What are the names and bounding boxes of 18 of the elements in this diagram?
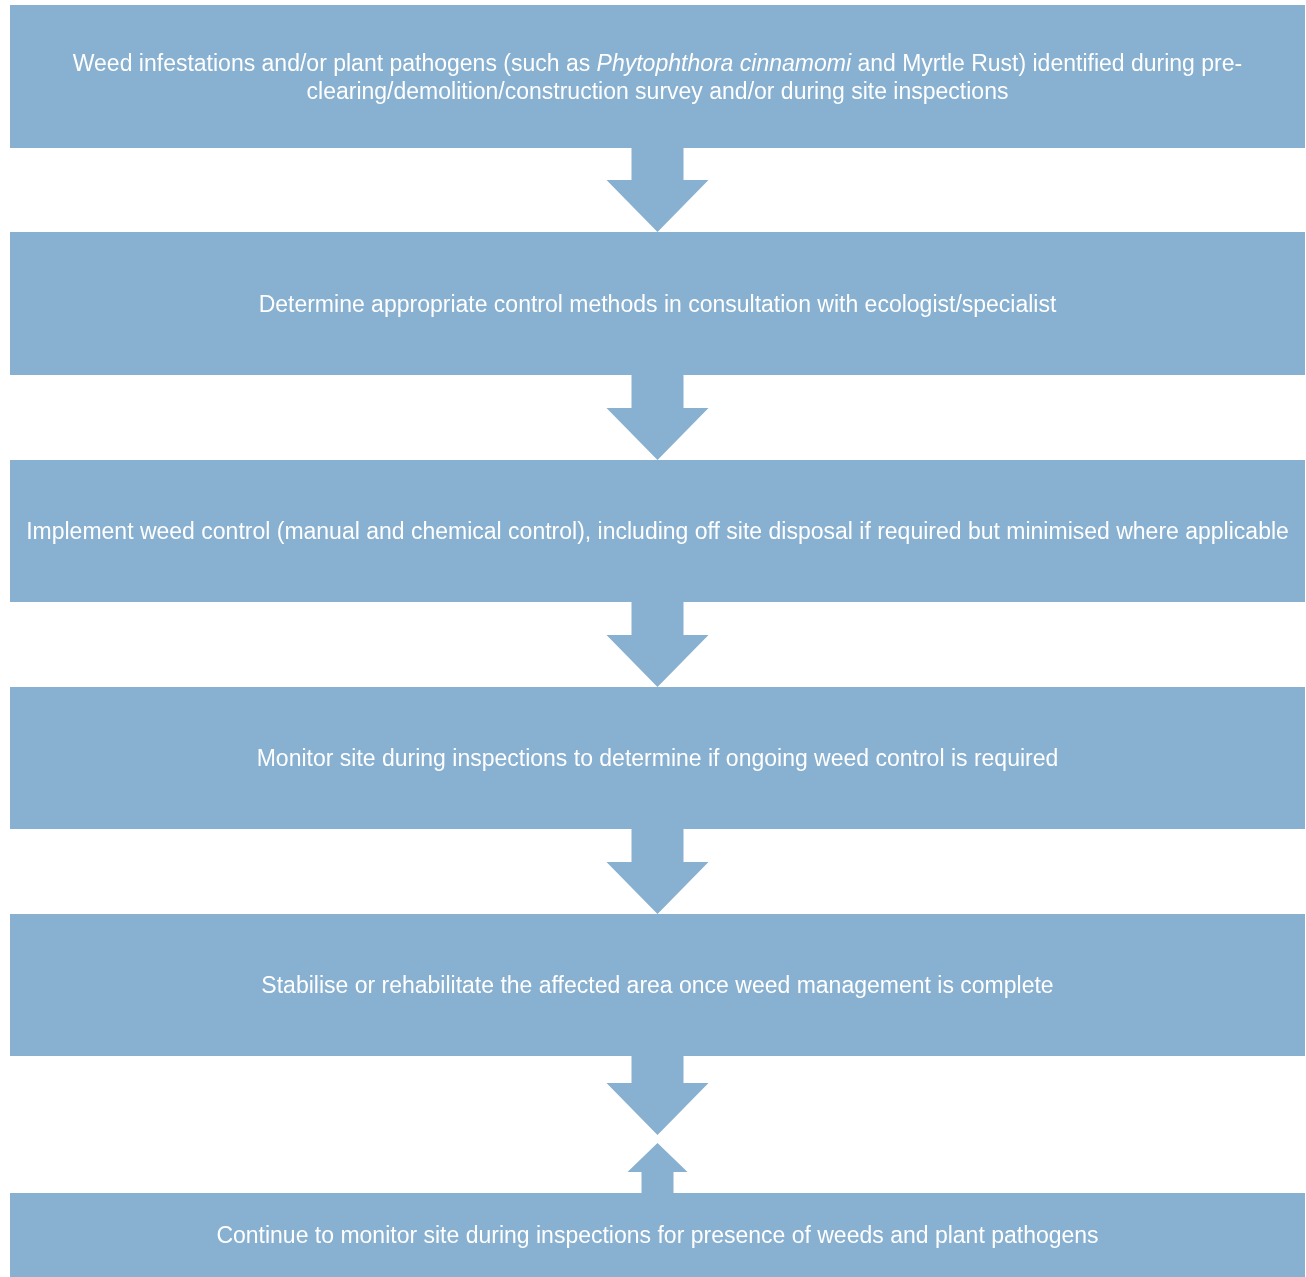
process-box: [10, 1193, 1305, 1277]
step-text: Monitor site during inspections to determine if ongoing weed control is required: [256, 744, 1059, 772]
block-arrow: [627, 1143, 688, 1193]
step-text: Implement weed control (manual and chemical control), including off site disposal if required but minimised where applicable: [26, 517, 1289, 545]
step-text: Continue to monitor site during inspections for presence of weeds and plant pathogens: [216, 1221, 1099, 1249]
process-box: [10, 687, 1305, 829]
block-arrow: [606, 829, 709, 914]
block-arrow: [606, 1056, 709, 1135]
step-text: Stabilise or rehabilitate the affected area once weed management is complete: [261, 971, 1054, 999]
block-arrow: [606, 148, 709, 232]
process-box: [10, 232, 1305, 375]
step-text: Determine appropriate control methods in consultation with ecologist/specialist: [258, 289, 1057, 318]
block-arrow: [606, 602, 709, 687]
process-box: [10, 460, 1305, 602]
block-arrow: [606, 375, 709, 460]
step-text: Weed infestations and/or plant pathogens (such as Phytophthora cinnamomi and Myrtle Rust) identified during pre-clearing/demolition/construction survey and/or during site inspections: [71, 48, 1244, 105]
process-box: [10, 914, 1305, 1056]
process-box: [10, 5, 1305, 148]
